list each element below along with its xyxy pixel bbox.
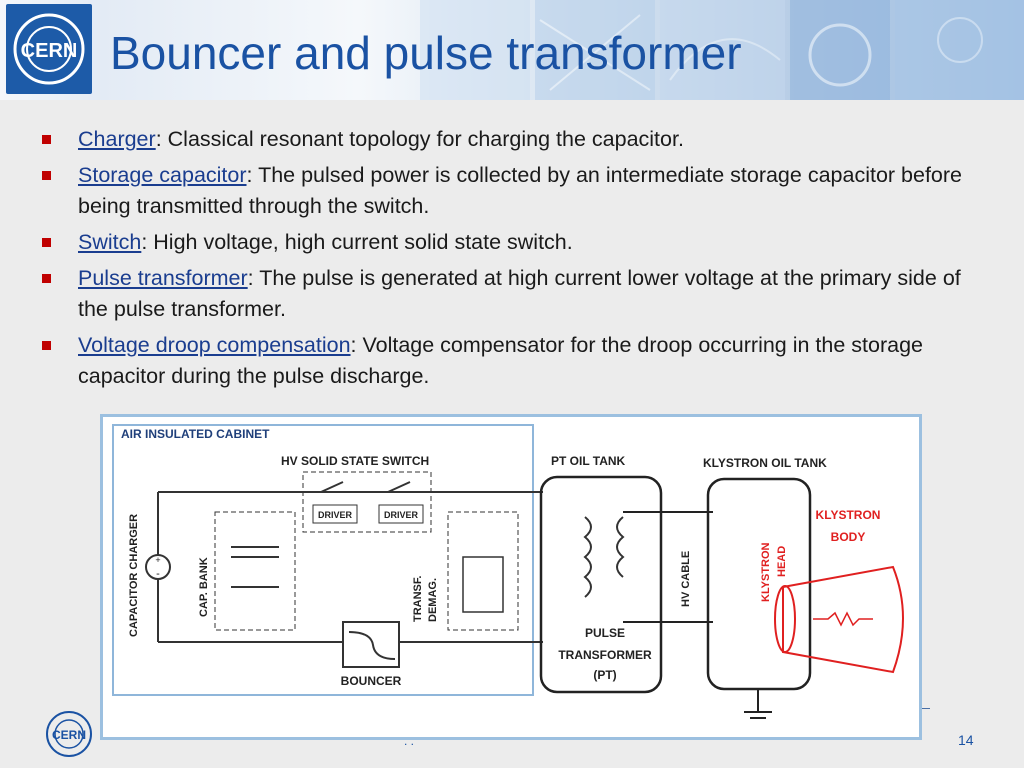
bullet-text: : The pulsed power is collected by an in… xyxy=(78,163,962,218)
pt-tank-label: PT OIL TANK xyxy=(551,454,626,468)
bullet-item: Voltage droop compensation: Voltage comp… xyxy=(42,330,982,392)
cap-bank-label: CAP. BANK xyxy=(198,557,210,617)
bullet-square-icon xyxy=(42,171,51,180)
bullet-text: : The pulse is generated at high current… xyxy=(78,266,961,321)
bullet-term: Storage capacitor xyxy=(78,163,247,187)
header-banner: CERN Bouncer and pulse transformer xyxy=(0,0,1024,100)
hv-cable-label: HV CABLE xyxy=(680,551,692,607)
bullet-square-icon xyxy=(42,341,51,350)
header-decoration xyxy=(420,0,1024,100)
driver2-box xyxy=(378,504,424,524)
footer-dots: . . xyxy=(404,734,414,748)
pt-label-2: TRANSFORMER xyxy=(558,648,652,662)
circuit-diagram: AIR INSULATED CABINET HV SOLID STATE SWI… xyxy=(100,414,922,740)
cabinet-label: AIR INSULATED CABINET xyxy=(121,427,270,441)
pt-tank-box xyxy=(539,475,663,694)
cern-logo-text: CERN xyxy=(21,40,78,62)
bullet-term: Voltage droop compensation xyxy=(78,333,351,357)
bullet-list: Charger: Classical resonant topology for… xyxy=(42,124,982,397)
bullet-square-icon xyxy=(42,135,51,144)
charger-plus: + xyxy=(155,555,160,565)
bullet-item: Pulse transformer: The pulse is generate… xyxy=(42,263,982,325)
klystron-body-label-1: KLYSTRON xyxy=(816,508,881,522)
capacitor-charger-label: CAPACITOR CHARGER xyxy=(128,514,140,637)
cern-logo: CERN xyxy=(6,4,92,94)
page-number: 14 xyxy=(958,732,974,748)
klystron-body-label-2: BODY xyxy=(831,530,866,544)
cabinet-box xyxy=(112,424,534,696)
bullet-square-icon xyxy=(42,238,51,247)
bullet-term: Pulse transformer xyxy=(78,266,248,290)
bullet-term: Charger xyxy=(78,127,156,151)
charger-minus: - xyxy=(156,568,160,580)
circuit-svg: AIR INSULATED CABINET HV SOLID STATE SWI… xyxy=(112,424,904,719)
transf-demag-box xyxy=(447,511,519,631)
switch-label: HV SOLID STATE SWITCH xyxy=(281,454,429,468)
page-title: Bouncer and pulse transformer xyxy=(110,27,742,79)
footer-logo-text: CERN xyxy=(52,728,86,742)
klystron-body-shape xyxy=(782,565,904,674)
bullet-square-icon xyxy=(42,274,51,283)
pt-label-1: PULSE xyxy=(585,626,625,640)
transf-label: TRANSF. xyxy=(412,576,424,622)
klystron-head-label-2: HEAD xyxy=(776,546,788,577)
bullet-term: Switch xyxy=(78,230,142,254)
bullet-text: : Voltage compensator for the droop occu… xyxy=(78,333,924,388)
charger-source-icon xyxy=(145,554,171,580)
cap-bank-box xyxy=(214,511,296,631)
bouncer-box xyxy=(342,621,400,668)
driver1-label: DRIVER xyxy=(318,510,353,520)
bullet-text: : Classical resonant topology for chargi… xyxy=(155,127,684,151)
klystron-head-label-1: KLYSTRON xyxy=(760,542,772,602)
bouncer-label: BOUNCER xyxy=(341,674,402,688)
demag-label: DEMAG. xyxy=(427,578,439,622)
bullet-item: Storage capacitor: The pulsed power is c… xyxy=(42,160,982,222)
bullet-item: Charger: Classical resonant topology for… xyxy=(42,124,982,155)
footer-cern-logo: CERN xyxy=(38,706,100,762)
bullet-text: : High voltage, high current solid state… xyxy=(141,230,573,254)
driver1-box xyxy=(312,504,358,524)
pt-label-3: (PT) xyxy=(593,668,616,682)
bullet-item: Switch: High voltage, high current solid… xyxy=(42,227,982,258)
klystron-tank-label: KLYSTRON OIL TANK xyxy=(703,456,827,470)
switch-box xyxy=(302,471,432,533)
driver2-label: DRIVER xyxy=(384,510,419,520)
